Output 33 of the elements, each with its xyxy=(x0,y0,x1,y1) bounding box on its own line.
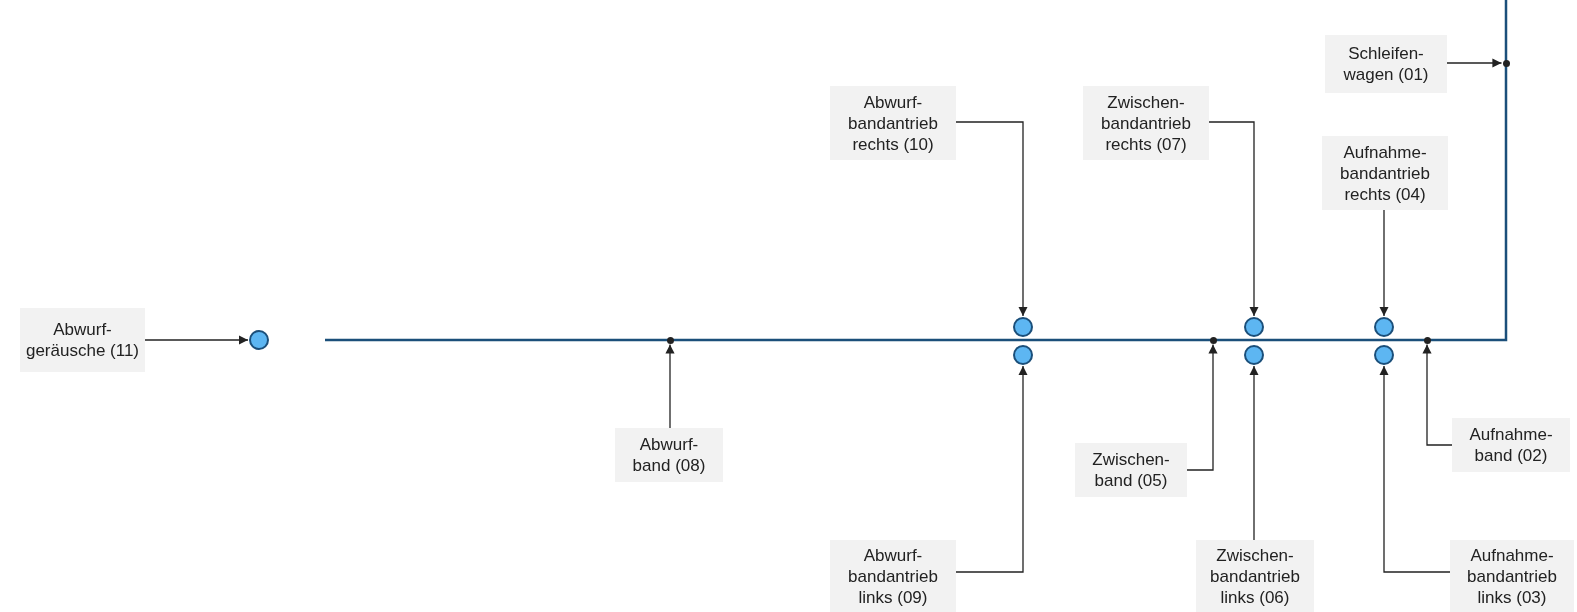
leader-line xyxy=(955,121,1028,317)
pulley-circle xyxy=(249,330,269,350)
callout-label: Aufnahme- band (02) xyxy=(1452,418,1570,472)
callout-label: Zwischen- bandantrieb links (06) xyxy=(1196,540,1314,612)
leader-line xyxy=(665,343,675,429)
callout-label: Abwurf- bandantrieb rechts (10) xyxy=(830,86,956,160)
leader-line xyxy=(955,365,1028,573)
callout-label: Abwurf- bandantrieb links (09) xyxy=(830,540,956,612)
callout-label: Zwischen- bandantrieb rechts (07) xyxy=(1083,86,1209,160)
point-marker xyxy=(1209,336,1217,344)
point-marker xyxy=(1502,59,1510,67)
pulley-circle xyxy=(1244,317,1264,337)
point-marker xyxy=(1423,336,1431,344)
callout-label: Aufnahme- bandantrieb links (03) xyxy=(1450,540,1574,612)
pulley-circle xyxy=(1013,345,1033,365)
point-marker xyxy=(666,336,674,344)
leader-line xyxy=(1379,365,1451,573)
leader-line xyxy=(1422,343,1453,446)
callout-label: Abwurf- band (08) xyxy=(615,428,723,482)
leader-line xyxy=(1446,58,1503,68)
leader-line xyxy=(1379,209,1389,317)
pulley-circle xyxy=(1374,317,1394,337)
callout-label: Zwischen- band (05) xyxy=(1075,443,1187,497)
pulley-circle xyxy=(1244,345,1264,365)
callout-label: Aufnahme- bandantrieb rechts (04) xyxy=(1322,136,1448,210)
leader-line xyxy=(1208,121,1259,317)
leader-line xyxy=(1186,343,1218,471)
leader-line xyxy=(144,335,249,345)
pulley-circle xyxy=(1013,317,1033,337)
callout-label: Abwurf- geräusche (11) xyxy=(20,308,145,372)
pulley-circle xyxy=(1374,345,1394,365)
leader-line xyxy=(1249,365,1259,541)
callout-label: Schleifen- wagen (01) xyxy=(1325,35,1447,93)
